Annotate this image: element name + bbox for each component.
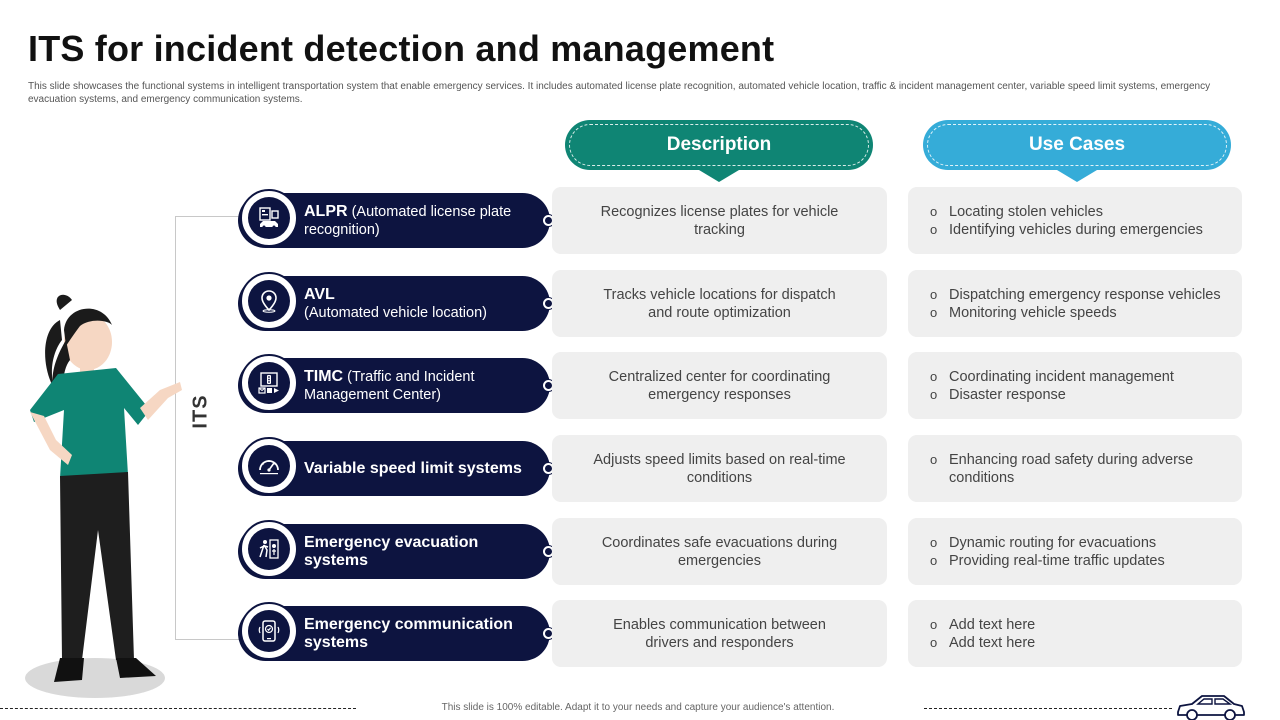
description-card: Enables communication between drivers an… (552, 600, 887, 667)
description-text: Enables communication between drivers an… (613, 616, 826, 651)
table-row: AVL(Automated vehicle location) Tracks v… (0, 270, 1280, 337)
description-text: Centralized center for coordinating emer… (608, 368, 831, 403)
its-bracket (175, 216, 247, 640)
woman-illustration (25, 294, 182, 698)
description-text: Tracks vehicle locations for dispatch an… (603, 286, 836, 321)
system-abbr: TIMC (304, 367, 344, 385)
icon-badge (240, 272, 298, 330)
table-row: TIMC (Traffic and Incident Management Ce… (0, 352, 1280, 419)
table-row: Variable speed limit systems Adjusts spe… (0, 435, 1280, 502)
use-cases-card: Coordinating incident managementDisaster… (908, 352, 1242, 419)
use-cases-header: Use Cases (923, 120, 1231, 182)
communication-phone-icon (258, 620, 280, 642)
system-title: Variable speed limit systems (304, 441, 539, 496)
system-abbr: Emergency evacuation systems (304, 533, 479, 569)
use-case-item: Dynamic routing for evacuations (930, 534, 1165, 552)
use-cases-card: Dispatching emergency response vehiclesM… (908, 270, 1242, 337)
icon-badge (240, 354, 298, 412)
use-case-item: Providing real-time traffic updates (930, 552, 1165, 570)
icon-badge (240, 602, 298, 660)
location-pin-icon (261, 290, 277, 313)
use-cases-header-label: Use Cases (1028, 134, 1126, 155)
description-card: Recognizes license plates for vehicle tr… (552, 187, 887, 254)
use-case-item: Identifying vehicles during emergencies (930, 221, 1203, 239)
use-cases-card: Dynamic routing for evacuationsProviding… (908, 518, 1242, 585)
use-case-item: Add text here (930, 616, 1035, 634)
use-cases-card: Add text hereAdd text here (908, 600, 1242, 667)
system-title: AVL(Automated vehicle location) (304, 276, 539, 331)
use-case-item: Disaster response (930, 386, 1174, 404)
description-text: Recognizes license plates for vehicle tr… (600, 203, 839, 238)
system-full-name: (Automated license plate recognition) (304, 203, 512, 238)
use-cases-card: Enhancing road safety during adverse con… (908, 435, 1242, 502)
description-text: Coordinates safe evacuations during emer… (601, 534, 838, 569)
system-title: Emergency evacuation systems (304, 524, 539, 579)
its-label-background (180, 395, 216, 435)
use-case-item: Add text here (930, 634, 1035, 652)
system-abbr: Emergency communication systems (304, 615, 513, 651)
system-full-name: (Traffic and Incident Management Center) (304, 368, 475, 403)
description-header: Description (565, 120, 873, 182)
use-case-item: Coordinating incident management (930, 368, 1174, 386)
speedometer-icon (259, 460, 279, 475)
system-abbr: ALPR (304, 202, 348, 220)
description-header-label: Description (666, 134, 772, 155)
icon-badge (240, 189, 298, 247)
description-text: Adjusts speed limits based on real-time … (593, 451, 846, 486)
system-abbr: Variable speed limit systems (304, 459, 522, 477)
table-row: ALPR (Automated license plate recognitio… (0, 187, 1280, 254)
icon-badge (240, 437, 298, 495)
system-full-name: (Automated vehicle location) (304, 304, 487, 321)
description-card: Tracks vehicle locations for dispatch an… (552, 270, 887, 337)
use-case-item: Locating stolen vehicles (930, 203, 1203, 221)
page-subtitle: This slide showcases the functional syst… (28, 81, 1211, 105)
use-cases-card: Locating stolen vehiclesIdentifying vehi… (908, 187, 1242, 254)
description-card: Centralized center for coordinating emer… (552, 352, 887, 419)
footer-divider-left (0, 708, 356, 709)
icon-badge (240, 520, 298, 578)
system-title: Emergency communication systems (304, 606, 539, 661)
footer-divider-right (924, 708, 1172, 709)
system-title: ALPR (Automated license plate recognitio… (304, 193, 539, 248)
description-card: Coordinates safe evacuations during emer… (552, 518, 887, 585)
use-case-item: Enhancing road safety during adverse con… (930, 451, 1242, 487)
use-case-item: Dispatching emergency response vehicles (930, 286, 1221, 304)
license-plate-icon (259, 207, 279, 229)
table-row: Emergency evacuation systems Coordinates… (0, 518, 1280, 585)
car-icon (1177, 695, 1245, 720)
description-card: Adjusts speed limits based on real-time … (552, 435, 887, 502)
evacuation-icon (259, 539, 279, 559)
use-case-item: Monitoring vehicle speeds (930, 304, 1221, 322)
traffic-center-icon (258, 372, 279, 394)
table-row: Emergency communication systems Enables … (0, 600, 1280, 667)
system-title: TIMC (Traffic and Incident Management Ce… (304, 358, 539, 413)
page-title: ITS for incident detection and managemen… (28, 28, 775, 69)
system-abbr: AVL (304, 285, 335, 303)
footer-note: This slide is 100% editable. Adapt it to… (441, 702, 835, 713)
